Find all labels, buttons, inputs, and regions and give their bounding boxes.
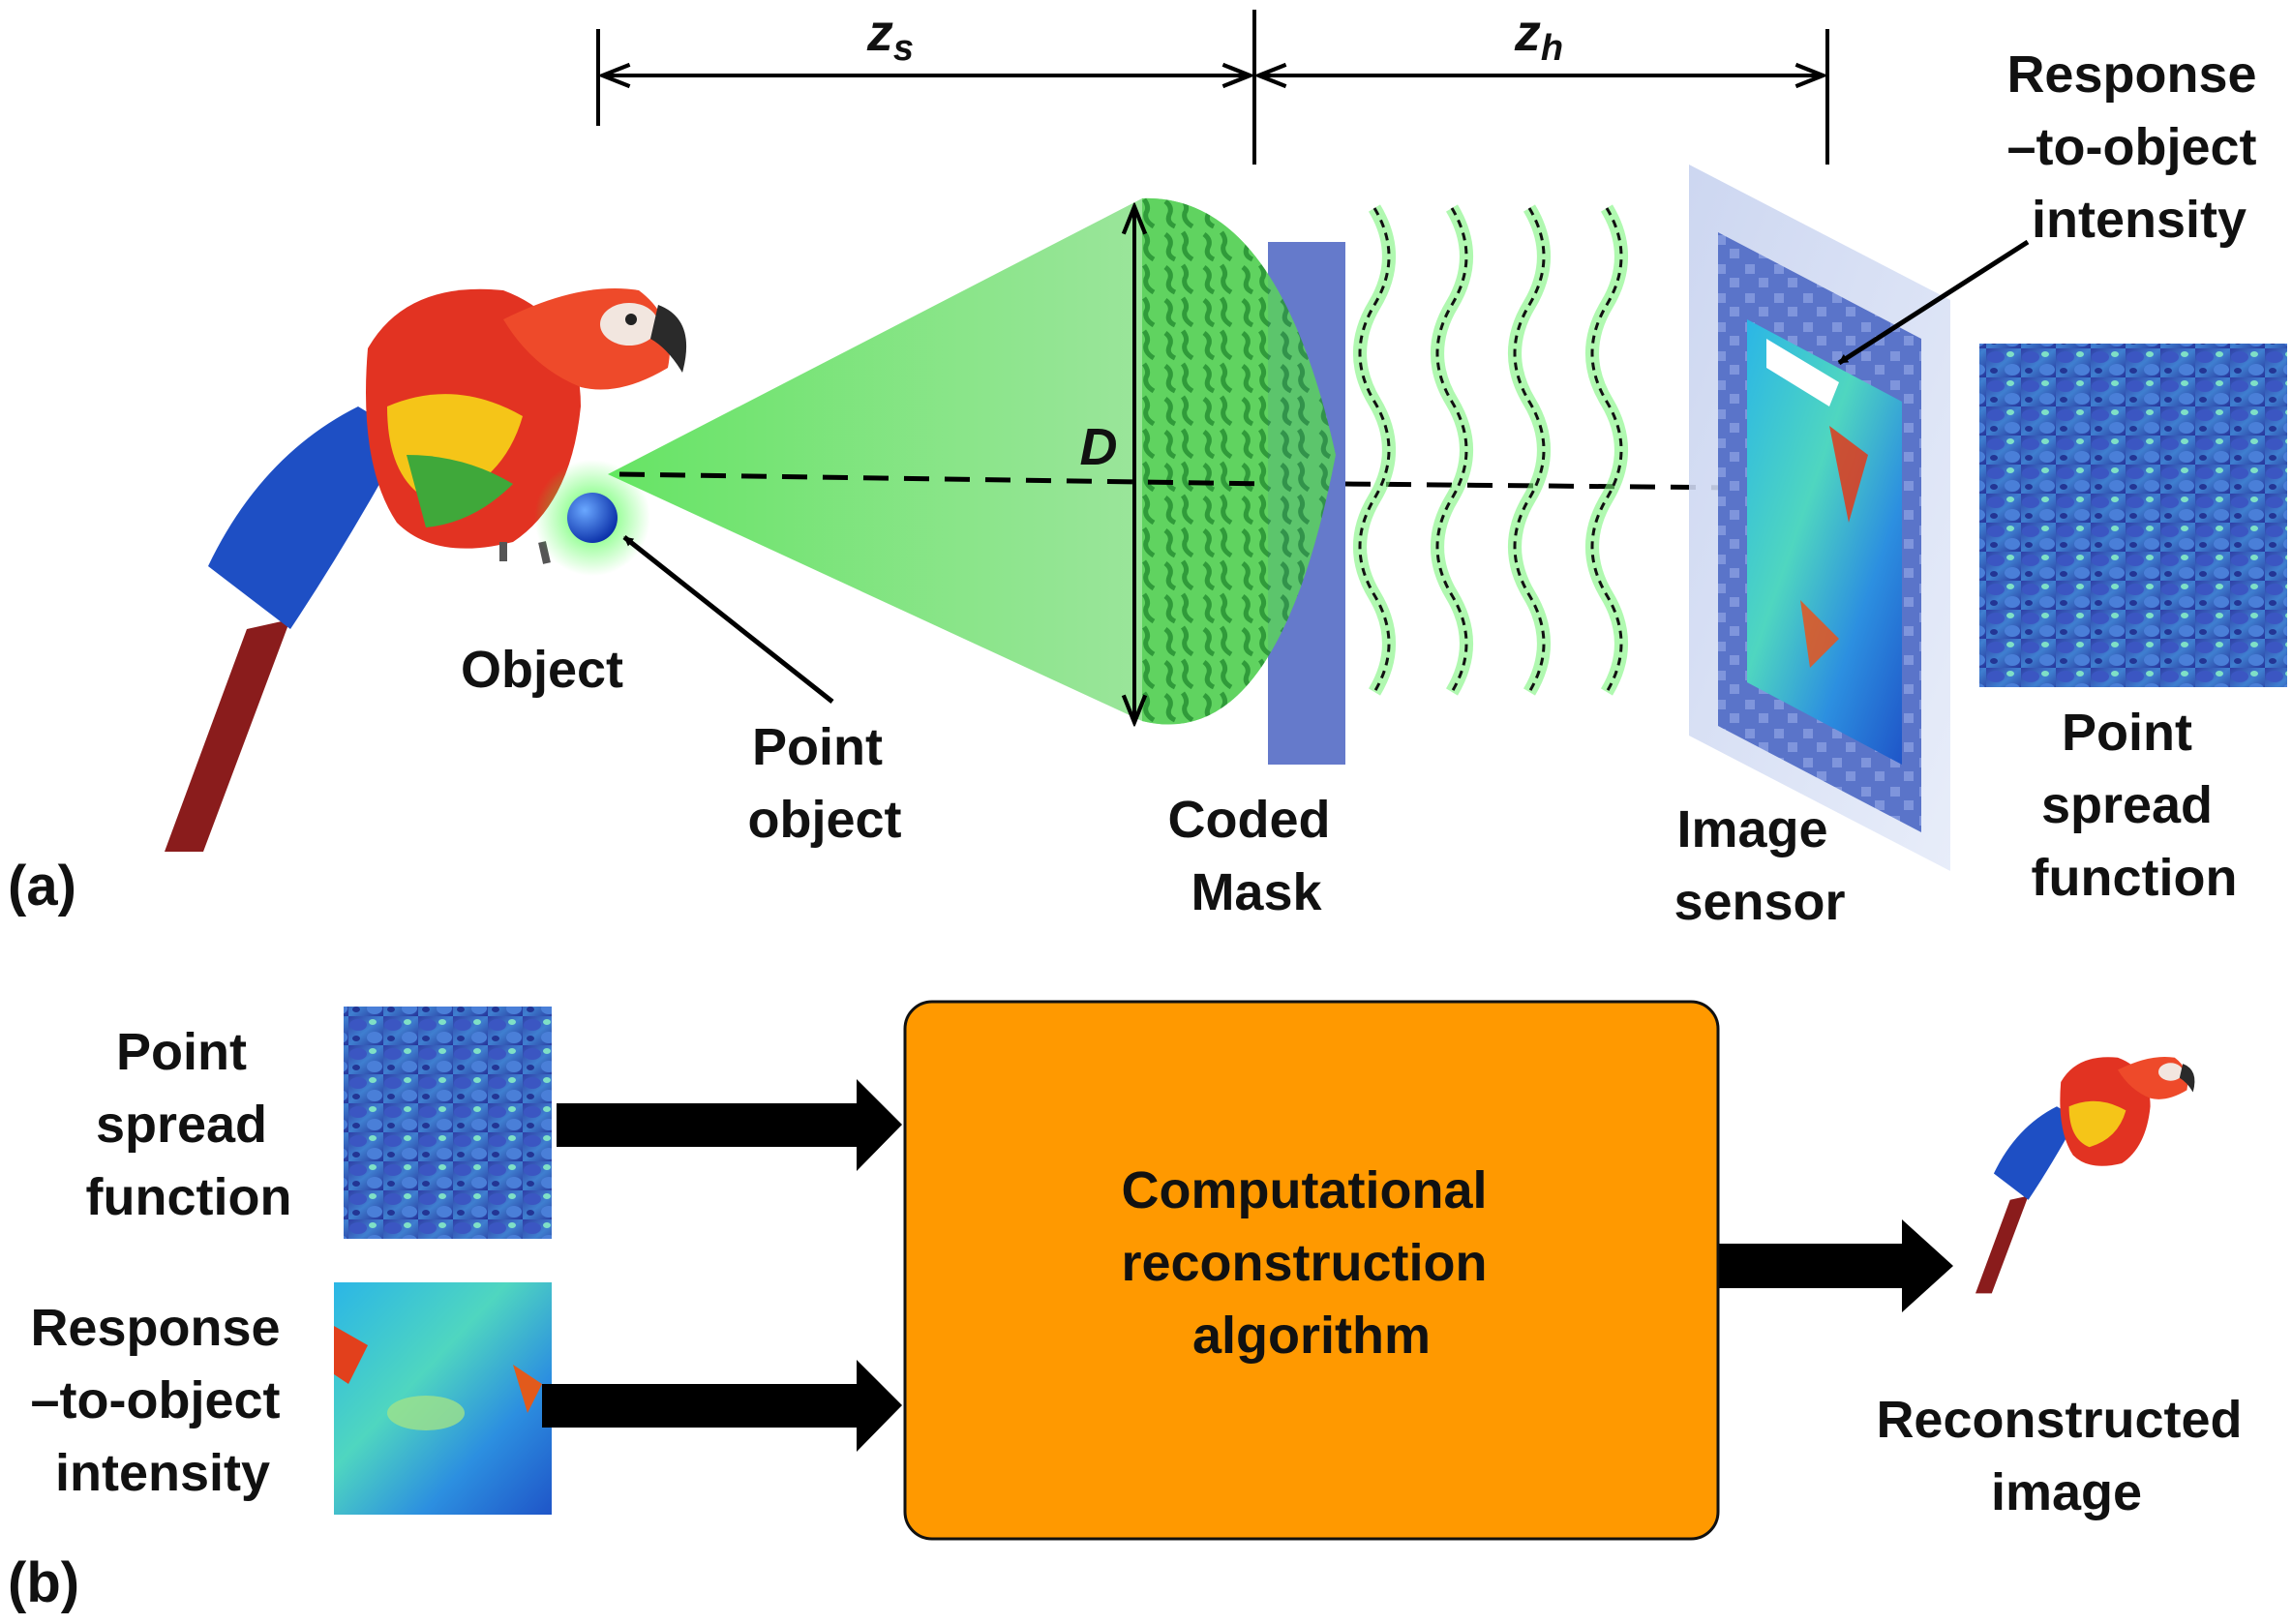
image-sensor-label: Image sensor	[1674, 800, 1845, 931]
response-image-b	[334, 1282, 552, 1515]
zh-label: zh	[1514, 4, 1563, 69]
psf-label-a: Point spread function	[2032, 704, 2238, 907]
response-input-label: Response –to-object intensity	[30, 1299, 294, 1502]
psf-image-a	[1979, 344, 2287, 687]
panel-b-tag: (b)	[8, 1551, 79, 1614]
zs-label: zs	[866, 4, 914, 69]
psf-to-algorithm-arrow	[557, 1079, 902, 1171]
psf-input-label: Point spread function	[86, 1023, 292, 1226]
d-label: D	[1080, 418, 1118, 476]
point-object-label: Point object	[747, 718, 901, 849]
light-cone	[608, 197, 1345, 765]
psf-image-b	[344, 1007, 552, 1239]
sensor-response-pattern	[1747, 319, 1902, 765]
parrot-icon	[1975, 1056, 2195, 1294]
coded-mask-label: Coded Mask	[1167, 791, 1344, 921]
wavefronts	[1353, 204, 1628, 696]
algorithm-box	[903, 1000, 1720, 1541]
sphere-icon	[534, 460, 650, 576]
image-sensor	[1689, 165, 1950, 871]
response-label: Response –to-object intensity	[2006, 45, 2271, 249]
panel-a-tag: (a)	[8, 855, 76, 917]
dimension-lines: zs zh	[596, 4, 1829, 165]
parrot-icon	[165, 288, 687, 852]
optical-axis	[618, 471, 1269, 487]
algorithm-to-output-arrow	[1718, 1219, 1953, 1312]
algorithm-label: Computational reconstruction algorithm	[1121, 1161, 1501, 1365]
point-object-pointer	[622, 535, 834, 704]
output-label: Reconstructed image	[1876, 1391, 2256, 1521]
response-pointer	[1837, 239, 2030, 366]
object-label: Object	[461, 641, 623, 699]
response-to-algorithm-arrow	[542, 1360, 902, 1452]
